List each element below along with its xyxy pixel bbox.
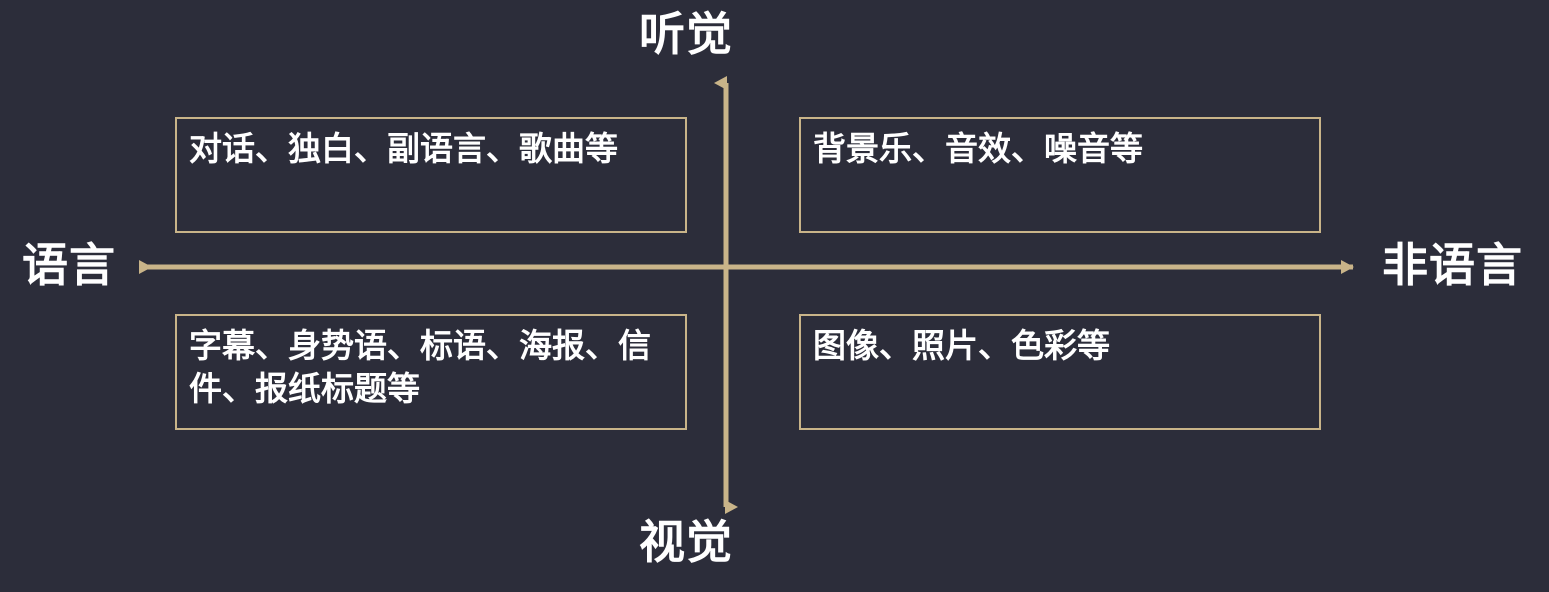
quadrant-text-top-right: 背景乐、音效、噪音等: [813, 130, 1143, 167]
quadrant-box-bottom-right: 图像、照片、色彩等: [799, 314, 1321, 430]
axis-label-right: 非语言: [1382, 239, 1523, 291]
quadrant-text-bottom-left: 字幕、身势语、标语、海报、信件、报纸标题等: [189, 327, 651, 407]
quadrant-box-top-right: 背景乐、音效、噪音等: [799, 117, 1321, 233]
axis-label-left: 语言: [22, 239, 116, 291]
quadrant-box-top-left: 对话、独白、副语言、歌曲等: [175, 117, 687, 233]
quadrant-text-bottom-right: 图像、照片、色彩等: [813, 327, 1110, 364]
axis-label-top: 听觉: [639, 8, 733, 60]
quadrant-text-top-left: 对话、独白、副语言、歌曲等: [189, 130, 618, 167]
axis-label-bottom: 视觉: [639, 516, 733, 568]
quadrant-box-bottom-left: 字幕、身势语、标语、海报、信件、报纸标题等: [175, 314, 687, 430]
